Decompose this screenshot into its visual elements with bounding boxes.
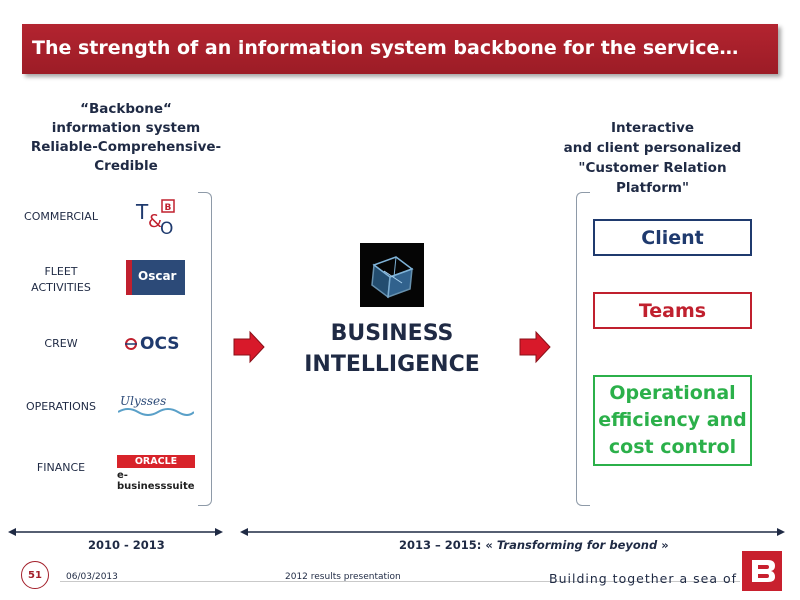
timeline-arrow-right <box>240 528 785 536</box>
teams-label: Teams <box>638 299 707 322</box>
bi-title-line: BUSINESS <box>330 321 454 346</box>
ebusiness-suite-text: e-businesssuite <box>117 470 195 492</box>
svg-text:B: B <box>165 203 172 213</box>
timeline-label-suffix: » <box>657 538 669 552</box>
svg-text:T: T <box>135 200 149 224</box>
teams-box: Teams <box>593 292 752 329</box>
footer-tagline: Building together a sea of trust <box>549 571 777 586</box>
category-label: CREW <box>44 337 78 350</box>
client-box: Client <box>593 219 752 256</box>
left-column-heading: “Backbone“ information system Reliable-C… <box>0 100 252 176</box>
oracle-logo-text: ORACLE <box>117 455 195 468</box>
category-fleet-activities: FLEET ACTIVITIES <box>21 264 101 296</box>
footer-divider <box>60 581 740 582</box>
operational-efficiency-box: Operational efficiency and cost control <box>593 375 752 466</box>
svg-text:&: & <box>148 211 162 232</box>
right-heading-line: Interactive <box>610 120 695 136</box>
left-heading-line: Reliable-Comprehensive-Credible <box>30 139 222 174</box>
left-heading-line: “Backbone“ <box>80 101 172 117</box>
footer-presentation-title: 2012 results presentation <box>285 572 401 582</box>
oscar-logo-text: Oscar <box>138 269 177 283</box>
category-crew: CREW <box>21 336 101 352</box>
brand-logo-icon <box>742 551 782 591</box>
category-label: ACTIVITIES <box>31 281 91 294</box>
wave-icon <box>118 408 194 416</box>
ocs-logo: OCS <box>124 334 188 354</box>
arrow-right-icon <box>519 330 551 364</box>
category-commercial: COMMERCIAL <box>21 209 101 225</box>
arrow-right-icon <box>233 330 265 364</box>
category-label: COMMERCIAL <box>24 210 98 223</box>
timeline-arrow-left <box>8 528 223 536</box>
ulysses-logo: Ulysses <box>118 394 194 418</box>
timeline-label-emphasis: Transforming for beyond <box>496 538 658 552</box>
operational-label-line: Operational <box>609 382 736 404</box>
timeline-label-prefix: 2013 – 2015: « <box>399 538 497 552</box>
business-intelligence-title: BUSINESS INTELLIGENCE <box>292 318 492 380</box>
title-bar: The strength of an information system ba… <box>22 24 778 74</box>
oracle-logo: ORACLE e-businesssuite <box>115 455 197 492</box>
ocs-logo-text: OCS <box>140 334 180 354</box>
bi-title-line: INTELLIGENCE <box>304 352 480 377</box>
page-number: 51 <box>21 561 49 589</box>
operational-label-line: efficiency and <box>598 409 747 431</box>
right-heading-line: "Customer Relation Platform" <box>578 160 727 196</box>
category-operations: OPERATIONS <box>21 399 101 415</box>
category-label: OPERATIONS <box>26 400 96 413</box>
category-label: FINANCE <box>36 461 86 474</box>
right-heading-line: and client personalized <box>563 140 742 156</box>
crew-emblem-icon <box>125 338 137 350</box>
left-bracket <box>198 192 212 506</box>
right-column-heading: Interactive and client personalized "Cus… <box>540 118 765 198</box>
footer-date: 06/03/2013 <box>66 572 118 582</box>
left-heading-line: information system <box>51 120 201 136</box>
business-intelligence-cube-icon <box>360 243 424 307</box>
timeline-label-2010-2013: 2010 - 2013 <box>88 538 165 552</box>
svg-text:O: O <box>160 219 173 237</box>
page-title: The strength of an information system ba… <box>32 37 739 59</box>
t-and-o-logo: T & O B <box>135 199 175 237</box>
category-finance: FINANCE <box>21 460 101 476</box>
client-label: Client <box>641 226 704 249</box>
ulysses-logo-text: Ulysses <box>120 394 167 408</box>
operational-label-line: cost control <box>608 436 737 458</box>
right-bracket <box>576 192 590 506</box>
oscar-logo: Oscar <box>126 260 185 295</box>
category-label: FLEET <box>44 265 78 278</box>
timeline-label-2013-2015: 2013 – 2015: « Transforming for beyond » <box>399 538 669 552</box>
